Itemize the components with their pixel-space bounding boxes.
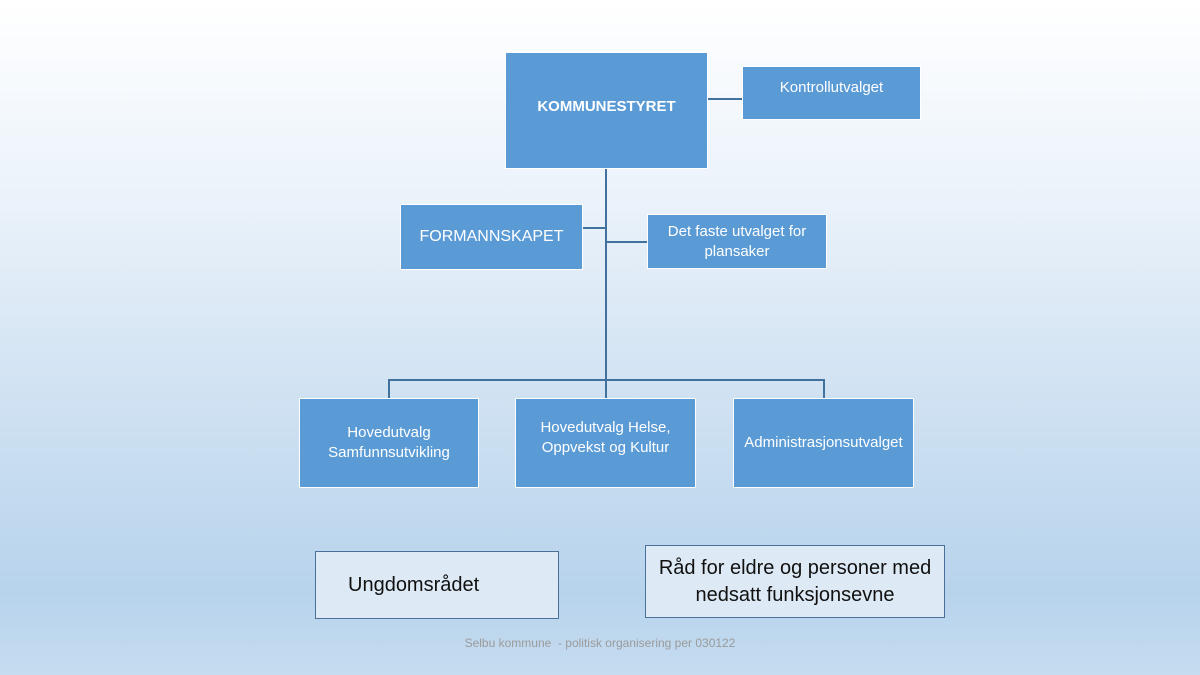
node-hovedutvalg-samfunnsutvikling: Hovedutvalg Samfunnsutvikling [299, 398, 479, 488]
node-ungdomsradet: Ungdomsrådet [315, 551, 559, 619]
node-label: Råd for eldre og personer med nedsatt fu… [658, 556, 932, 606]
connector-committee-1 [388, 379, 390, 399]
connector-plan [606, 241, 648, 243]
node-kontrollutvalget: Kontrollutvalget [742, 66, 921, 120]
connector-root-control [708, 98, 742, 100]
connector-committee-2 [605, 379, 607, 399]
connector-trunk [605, 168, 607, 381]
node-label: Ungdomsrådet [348, 573, 480, 596]
node-label: Hovedutvalg Helse, Oppvekst og Kultur [540, 419, 671, 456]
node-label: Kontrollutvalget [779, 79, 884, 96]
footer-caption: Selbu kommune - politisk organisering pe… [464, 636, 736, 650]
connector-committee-3 [823, 379, 825, 399]
node-rad-eldre: Råd for eldre og personer med nedsatt fu… [645, 545, 945, 618]
node-label: KOMMUNESTYRET [537, 97, 676, 115]
node-label: FORMANNSKAPET [419, 228, 564, 245]
node-hovedutvalg-helse: Hovedutvalg Helse, Oppvekst og Kultur [515, 398, 696, 488]
connector-formannskap [582, 227, 606, 229]
node-plansaker: Det faste utvalget for plansaker [647, 214, 827, 269]
node-label: Hovedutvalg Samfunnsutvikling [328, 424, 450, 461]
node-label: Administrasjonsutvalget [744, 434, 903, 451]
node-administrasjonsutvalget: Administrasjonsutvalget [733, 398, 914, 488]
node-kommunestyret: KOMMUNESTYRET [505, 52, 708, 169]
node-formannskapet: FORMANNSKAPET [400, 204, 583, 270]
node-label: Det faste utvalget for plansaker [667, 222, 807, 260]
